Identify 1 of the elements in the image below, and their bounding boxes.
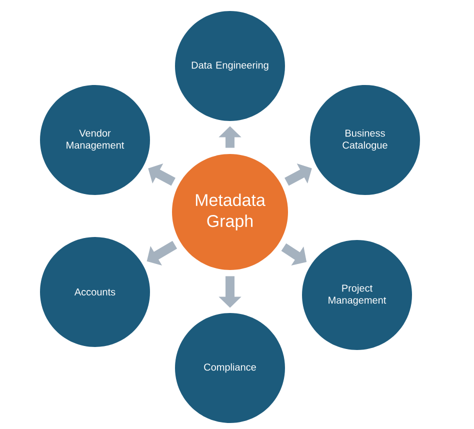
- block-arrow: [284, 164, 312, 186]
